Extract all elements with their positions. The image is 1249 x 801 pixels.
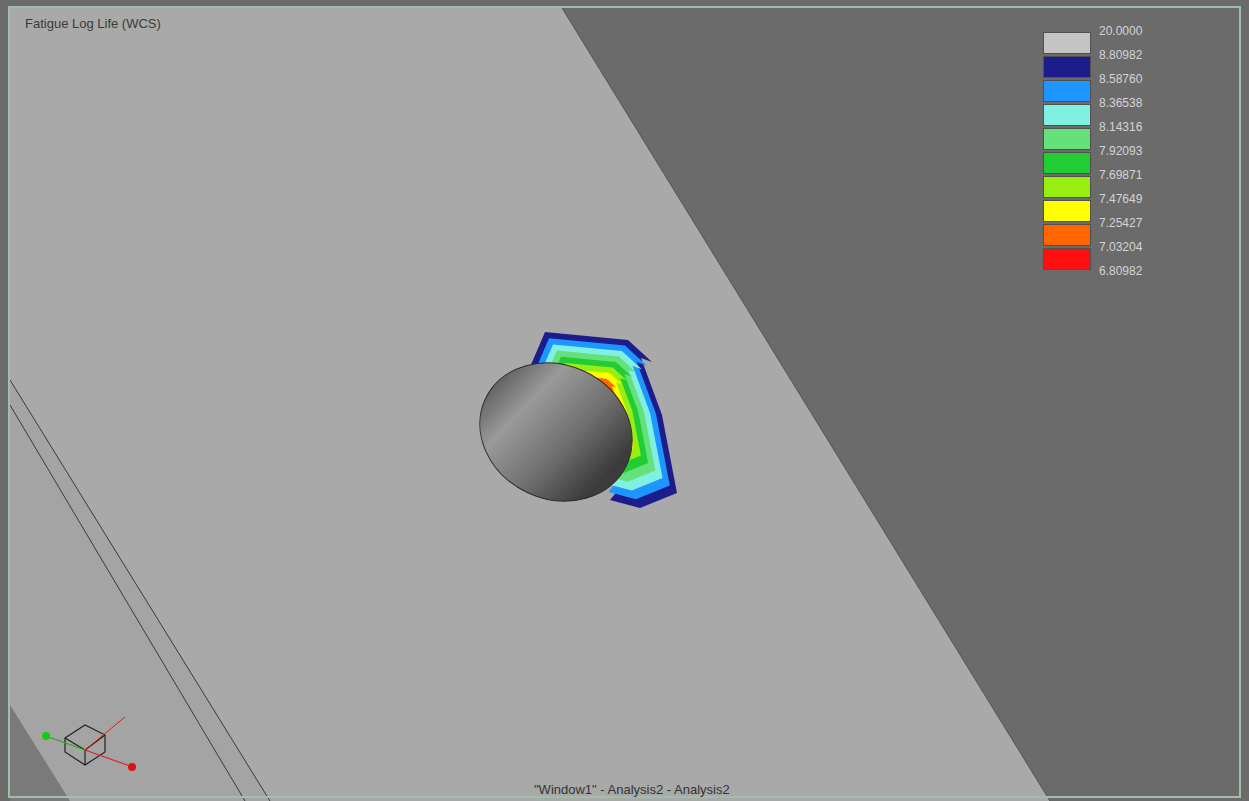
legend-swatch	[1043, 128, 1091, 150]
legend-value: 6.80982	[1099, 264, 1142, 278]
legend-swatch	[1043, 104, 1091, 126]
legend-value: 8.14316	[1099, 120, 1142, 134]
legend-swatch	[1043, 224, 1091, 246]
legend-value: 8.80982	[1099, 48, 1142, 62]
legend-swatch	[1043, 200, 1091, 222]
window-caption: "Window1" - Analysis2 - Analysis2	[534, 782, 730, 797]
bolt-hole	[457, 338, 655, 525]
legend-value: 8.36538	[1099, 96, 1142, 110]
legend-swatch	[1043, 32, 1091, 54]
legend-value: 7.92093	[1099, 144, 1142, 158]
legend-value: 20.0000	[1099, 24, 1142, 38]
axis-triad	[42, 717, 136, 771]
legend-value: 7.69871	[1099, 168, 1142, 182]
plate-side	[10, 380, 270, 801]
legend-swatch	[1043, 152, 1091, 174]
legend-swatch	[1043, 248, 1091, 270]
plate-face	[10, 8, 1050, 801]
legend-swatch	[1043, 80, 1091, 102]
plot-title: Fatigue Log Life (WCS)	[25, 16, 161, 31]
plate-corner	[10, 705, 70, 801]
legend-value: 7.25427	[1099, 216, 1142, 230]
legend-swatch	[1043, 56, 1091, 78]
legend-value: 8.58760	[1099, 72, 1142, 86]
plate-edge	[10, 405, 245, 801]
plate-edge	[10, 380, 270, 801]
window-frame	[9, 7, 1240, 797]
legend-value: 7.03204	[1099, 240, 1142, 254]
legend-swatch	[1043, 176, 1091, 198]
legend-value: 7.47649	[1099, 192, 1142, 206]
